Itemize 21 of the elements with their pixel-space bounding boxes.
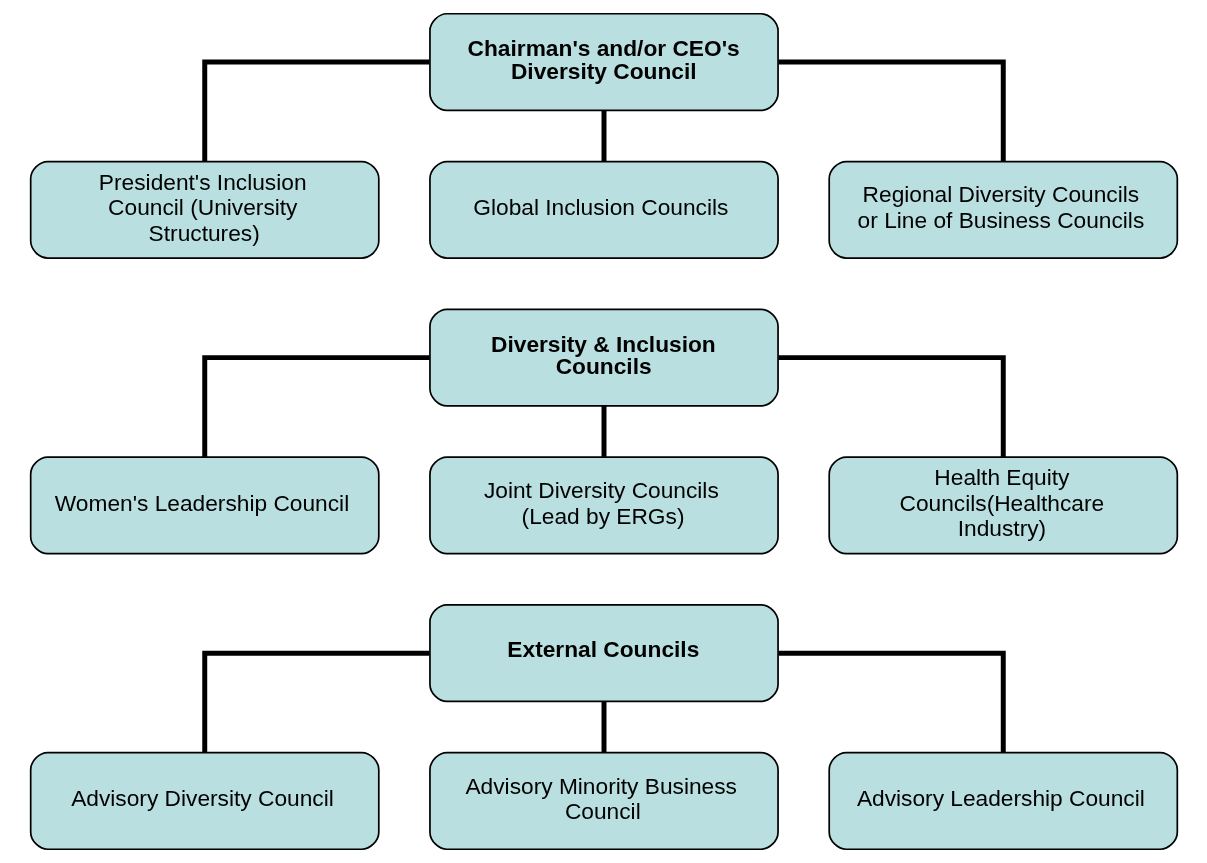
connector bbox=[201, 355, 429, 457]
node-box: Women's Leadership Council bbox=[29, 456, 380, 555]
node-box: Advisory Diversity Council bbox=[29, 751, 380, 851]
connector bbox=[601, 406, 606, 457]
node-box: Chairman's and/or CEO's Diversity Council bbox=[428, 12, 779, 112]
node-box: Regional Diversity Councils or Line of Business Councils bbox=[827, 160, 1178, 259]
connector bbox=[201, 59, 429, 162]
node-box: Health Equity Councils(Healthcare Industry) bbox=[827, 456, 1178, 555]
node-box: Global Inclusion Councils bbox=[428, 160, 779, 259]
connector bbox=[778, 355, 1006, 457]
connector bbox=[778, 59, 1006, 162]
connector bbox=[778, 650, 1006, 753]
node-box: External Councils bbox=[428, 604, 779, 703]
node-box: Advisory Minority Business Council bbox=[428, 751, 779, 851]
node-box: Joint Diversity Councils (Lead by ERGs) bbox=[428, 456, 779, 555]
node-box: Diversity & Inclusion Councils bbox=[428, 308, 779, 407]
node-box: Advisory Leadership Council bbox=[827, 751, 1178, 851]
connector bbox=[601, 110, 606, 162]
connector bbox=[201, 650, 429, 753]
connector bbox=[601, 701, 606, 753]
node-box: President's Inclusion Council (University Structures) bbox=[29, 160, 380, 259]
